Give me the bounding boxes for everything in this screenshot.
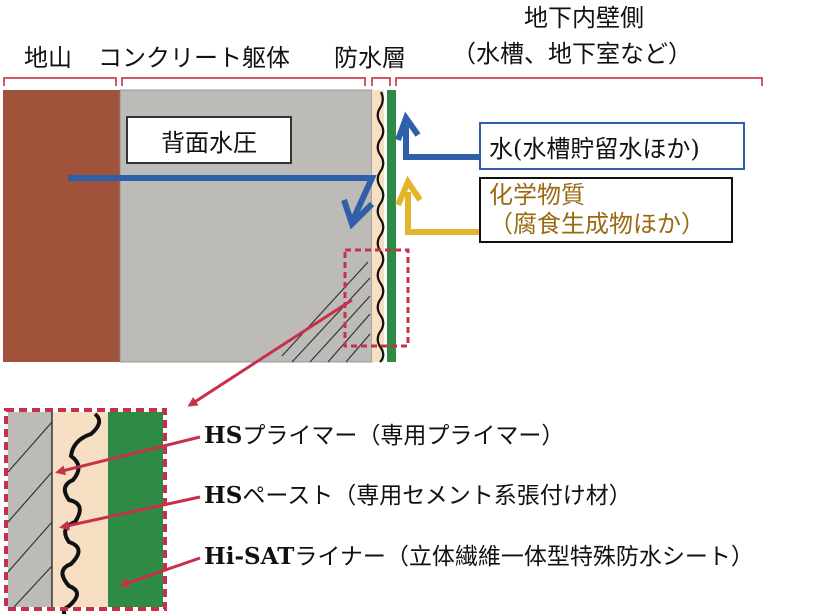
back-pressure-text: 背面水圧	[161, 128, 257, 157]
header-waterproof: 防水層	[334, 44, 406, 72]
chemical-label: 化学物質 （腐食生成物ほか）	[479, 177, 733, 243]
detail-hatch	[7, 421, 53, 608]
water-pressure-arrow	[68, 175, 377, 230]
detail-primer-curve	[60, 412, 102, 614]
water-text: 水(水槽貯留水ほか)	[489, 134, 700, 163]
back-pressure-label: 背面水圧	[126, 116, 292, 164]
header-inner-wall: 地下内壁側	[524, 4, 644, 32]
legend-arrow-paste	[59, 495, 201, 531]
concrete-hatch	[281, 261, 371, 363]
legend-paste: HSペースト（専用セメント系張付け材）	[204, 484, 632, 508]
legend-paste-code: HS	[204, 482, 243, 509]
chemical-text-1: 化学物質	[489, 181, 585, 210]
header-brackets	[3, 77, 763, 86]
ground-layer	[3, 90, 120, 362]
zoom-arrow	[187, 298, 353, 407]
legend-primer: HSプライマー（専用プライマー）	[204, 424, 564, 448]
legend-paste-text: ペースト（専用セメント系張付け材）	[242, 483, 632, 509]
detail-frame	[4, 408, 167, 611]
header-inner-wall-sub: （水槽、地下室など）	[452, 40, 692, 68]
chemical-text-2: （腐食生成物ほか）	[489, 210, 705, 238]
primer-curve	[376, 91, 385, 363]
water-arrow	[395, 111, 485, 160]
zoom-box	[343, 248, 410, 348]
header-ground: 地山	[24, 44, 72, 72]
legend-arrow-primer	[55, 435, 201, 476]
detail-concrete	[8, 412, 52, 607]
legend-liner: Hi-SATライナー（立体繊維一体型特殊防水シート）	[204, 545, 754, 569]
legend-primer-text: プライマー（専用プライマー）	[242, 423, 565, 449]
header-concrete: コンクリート躯体	[98, 44, 290, 72]
legend-primer-code: HS	[204, 422, 243, 449]
water-label: 水(水槽貯留水ほか)	[479, 122, 745, 170]
chemical-arrow	[395, 175, 485, 235]
legend-liner-text: ライナー（立体繊維一体型特殊防水シート）	[294, 544, 754, 570]
legend-liner-code: Hi-SAT	[204, 543, 295, 570]
liner-layer	[387, 90, 396, 362]
legend-arrow-liner	[119, 556, 201, 588]
